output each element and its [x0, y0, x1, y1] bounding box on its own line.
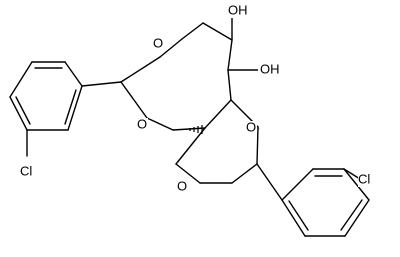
hashed-bond [185, 125, 203, 134]
ring-oxygen-upper-left-label: O [153, 35, 163, 50]
bond [67, 85, 83, 131]
bond [344, 199, 370, 237]
bond [288, 200, 309, 231]
bond [227, 69, 232, 101]
bond [204, 99, 232, 129]
left-aryl-bonds [9, 61, 122, 157]
bond [343, 168, 361, 180]
bond [175, 163, 201, 184]
atom-labels: OH OH O O O O Cl Cl [19, 2, 378, 194]
hydroxyl-bonds [227, 13, 263, 71]
ring-oxygen-right-label: O [246, 119, 256, 134]
bond [146, 117, 174, 131]
bond [175, 127, 206, 165]
bond [120, 81, 148, 119]
bond [9, 96, 28, 131]
oh-mid-label: OH [260, 61, 280, 76]
oh-top-label: OH [228, 2, 248, 17]
bond [343, 168, 370, 201]
bond [181, 22, 204, 40]
chlorine-right-label: Cl [358, 171, 370, 186]
bond [202, 22, 233, 41]
bond [15, 96, 31, 125]
dioxocane-ring-bonds [120, 22, 233, 131]
bond [256, 163, 283, 201]
dioxane-ring-bonds [175, 99, 259, 184]
bond [64, 61, 83, 87]
bond [64, 89, 77, 125]
bond [81, 81, 122, 87]
bond [281, 199, 306, 237]
right-aryl-bonds [256, 163, 370, 237]
bond [227, 39, 233, 71]
bond [231, 163, 258, 184]
ring-oxygen-lower-left-label: O [137, 116, 147, 131]
bond [120, 56, 161, 83]
bond [172, 127, 206, 131]
bond [340, 199, 363, 231]
bond [9, 61, 33, 98]
bond [281, 168, 314, 201]
chlorine-left-label: Cl [20, 163, 32, 178]
ring-oxygen-bottom-label: O [177, 178, 187, 193]
bond [256, 126, 259, 165]
bond [159, 38, 183, 58]
